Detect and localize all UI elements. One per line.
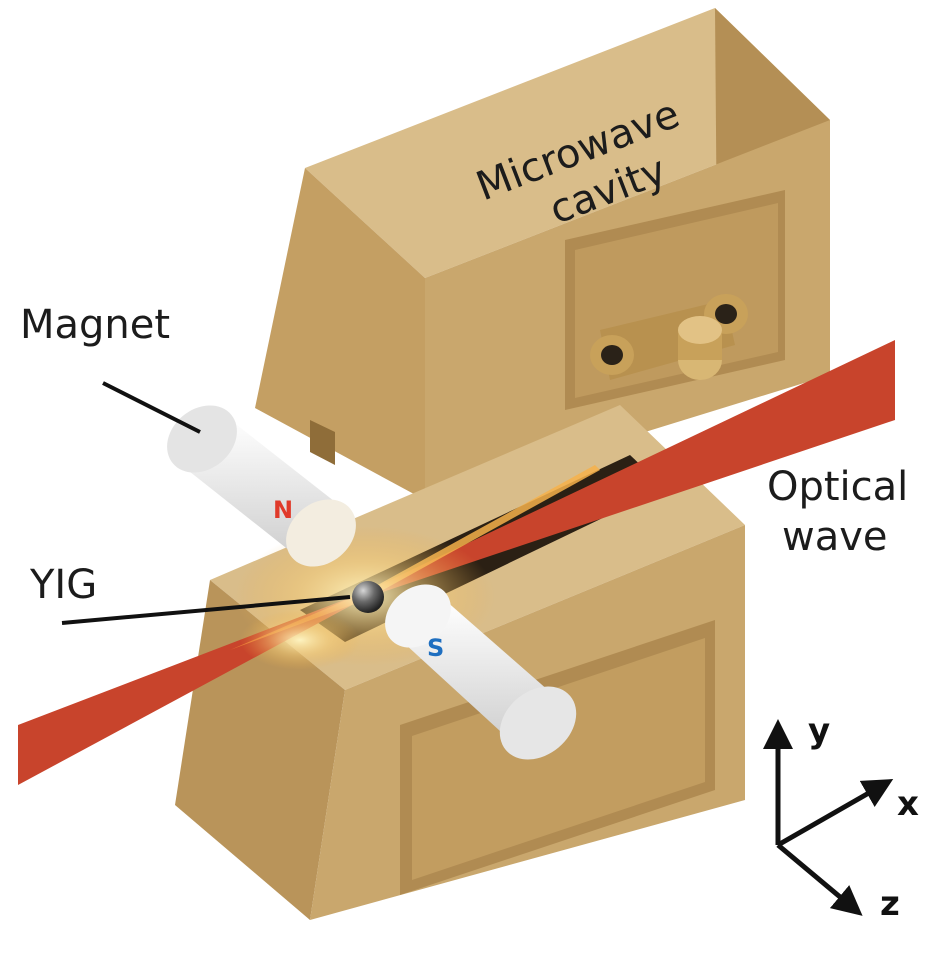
north-pole-label: N xyxy=(273,496,293,524)
x-axis-arrow xyxy=(778,782,888,845)
yig-label: YIG xyxy=(29,562,97,608)
magnet-label: Magnet xyxy=(20,302,170,348)
south-pole-label: S xyxy=(427,634,444,662)
yig-sphere xyxy=(352,581,384,613)
beam-glow-front xyxy=(240,610,360,670)
optical-wave-label-line1: Optical xyxy=(767,464,908,510)
magnet-leader-line xyxy=(103,383,200,432)
optical-wave-label-line2: wave xyxy=(782,514,888,560)
coordinate-axes: y x z xyxy=(778,711,919,924)
z-axis-label: z xyxy=(880,884,900,924)
y-axis-label: y xyxy=(808,711,830,751)
x-axis-label: x xyxy=(897,784,919,824)
z-axis-arrow xyxy=(778,845,858,912)
optical-wave-label: Optical wave xyxy=(767,464,921,560)
